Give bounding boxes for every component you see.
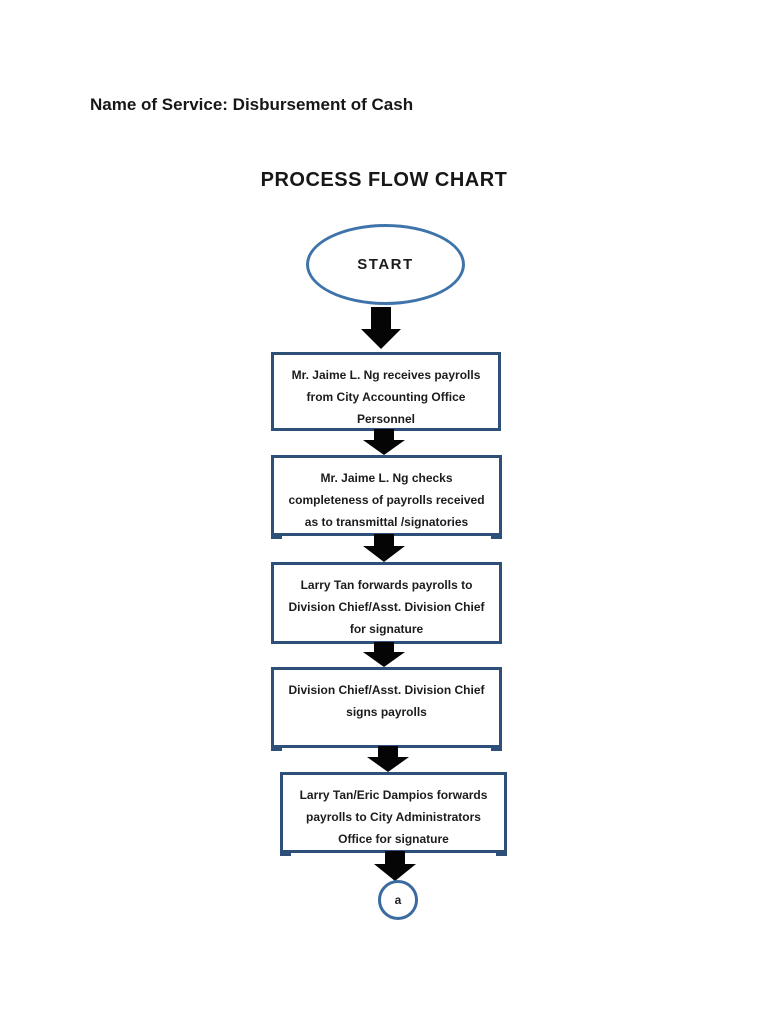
step-line: Office for signature (338, 832, 449, 846)
down-block-arrow-icon (374, 851, 416, 881)
step-line: Mr. Jaime L. Ng receives payrolls (291, 368, 481, 382)
process-step-5: Larry Tan/Eric Dampios forwards payrolls… (280, 772, 507, 856)
step-line: Larry Tan/Eric Dampios forwards (299, 788, 488, 802)
step-line: for signature (349, 622, 424, 636)
start-terminator: START (306, 224, 465, 305)
connector-label: a (394, 893, 402, 907)
page-connector-a: a (378, 880, 418, 920)
step-line: completeness of payrolls received (288, 493, 485, 507)
down-block-arrow-icon (363, 534, 405, 562)
process-step-3: Larry Tan forwards payrolls to Division … (271, 562, 502, 644)
step-line: from City Accounting Office (306, 390, 466, 404)
down-block-arrow-icon (363, 642, 405, 667)
step-line: Larry Tan forwards payrolls to (300, 578, 473, 592)
start-label: START (357, 256, 414, 273)
step-line: Mr. Jaime L. Ng checks (320, 471, 453, 485)
down-block-arrow-icon (367, 746, 409, 772)
step-line: as to transmittal /signatories (304, 515, 469, 529)
step-line: Division Chief/Asst. Division Chief (288, 600, 485, 614)
step-line: payrolls to City Administrators (306, 810, 481, 824)
process-step-4: Division Chief/Asst. Division Chief sign… (271, 667, 502, 751)
step-line: signs payrolls (346, 705, 427, 719)
flow-chart-title: PROCESS FLOW CHART (260, 169, 508, 191)
process-step-1: Mr. Jaime L. Ng receives payrolls from C… (271, 352, 501, 431)
step-line: Division Chief/Asst. Division Chief (288, 683, 485, 697)
service-name-heading: Name of Service: Disbursement of Cash (90, 95, 414, 114)
down-block-arrow-icon (361, 307, 401, 349)
process-step-2: Mr. Jaime L. Ng checks completeness of p… (271, 455, 502, 539)
step-line: Personnel (356, 412, 416, 426)
down-block-arrow-icon (363, 429, 405, 455)
